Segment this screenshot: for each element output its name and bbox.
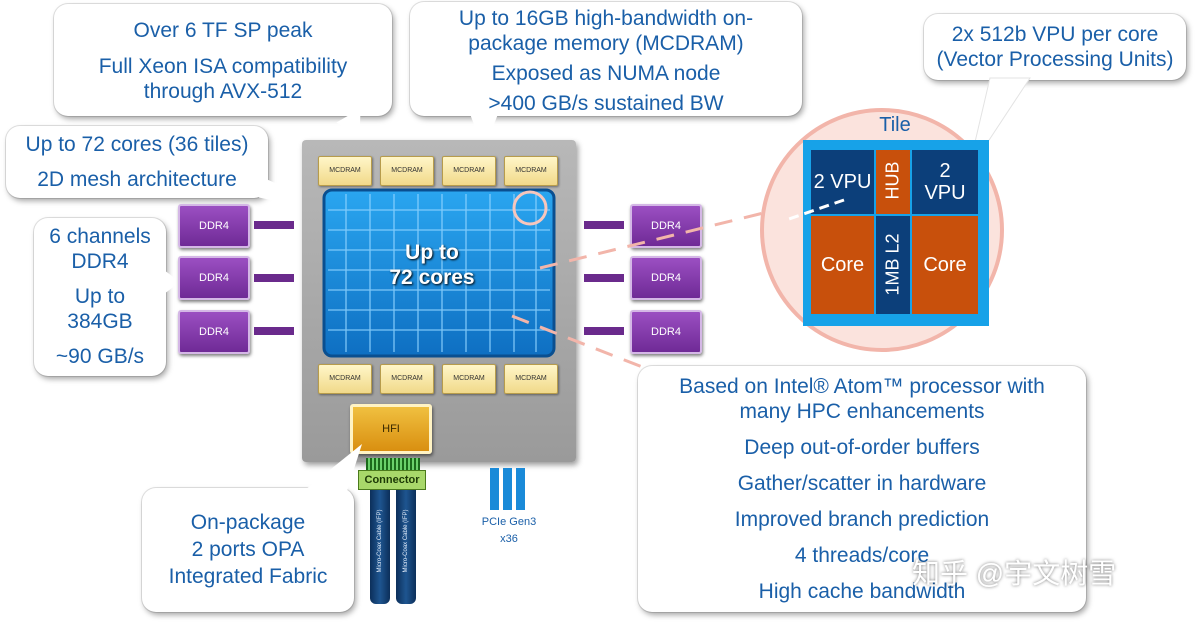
zoom-lines [511, 202, 801, 372]
callout-line: Up to 16GB high-bandwidth on- [458, 7, 754, 30]
cable-label: Micro-Coax Cable (IFP) [377, 509, 383, 573]
callout-vpu: 2x 512b VPU per core (Vector Processing … [924, 14, 1186, 80]
hfi-chip: HFI [350, 404, 432, 454]
pcie-label-line: x36 [500, 533, 518, 545]
callout-tail [300, 444, 362, 494]
pcie-label-line: PCIe Gen3 [481, 516, 537, 528]
callout-cores: Up to 72 cores (36 tiles) 2D mesh archit… [6, 126, 268, 198]
mcdram-chip: MCDRAM [504, 364, 558, 394]
tile-title: Tile [879, 114, 911, 136]
core-label: Core [923, 254, 967, 276]
callout-line: DDR4 [71, 250, 129, 273]
hub: HUB [876, 150, 910, 214]
mesh-label-line: Up to [405, 241, 459, 264]
callout-line: Up to 72 cores (36 tiles) [25, 133, 249, 156]
callout-line: 4 threads/core [794, 544, 930, 567]
callout-line: 2 ports OPA [191, 538, 305, 561]
mcdram-chip: MCDRAM [380, 364, 434, 394]
vpu-left-label: 2 VPU [813, 171, 872, 193]
callout-line: Based on Intel® Atom™ processor with [679, 375, 1045, 398]
mcdram-chip: MCDRAM [318, 156, 372, 186]
pcie-lane [503, 468, 512, 510]
callout-atom-core: Based on Intel® Atom™ processor with man… [638, 366, 1086, 612]
vpu-left: 2 VPU [811, 150, 874, 214]
vpu-pointer [785, 198, 845, 222]
pcie-lanes [490, 468, 526, 510]
callout-line: 2D mesh architecture [37, 168, 237, 191]
ddr-channel-wire [584, 221, 624, 229]
callout-line: (Vector Processing Units) [936, 48, 1174, 71]
callout-line: through AVX-512 [143, 80, 303, 103]
callout-line: Gather/scatter in hardware [737, 472, 987, 495]
mcdram-chip: MCDRAM [442, 364, 496, 394]
pcie-lane [490, 468, 499, 510]
ddr4-module: DDR4 [630, 256, 702, 300]
ddr4-module: DDR4 [178, 310, 250, 354]
ddr4-module: DDR4 [178, 256, 250, 300]
core-left: Core [811, 216, 874, 314]
pcie-label: PCIe Gen3 x36 [474, 514, 544, 548]
hub-label: HUB [882, 161, 903, 200]
mesh-core-count-label: Up to 72 cores [370, 240, 494, 290]
ddr-channel-wire [254, 327, 294, 335]
callout-ddr: 6 channels DDR4 Up to 384GB ~90 GB/s [34, 218, 166, 376]
pcie-lane [516, 468, 525, 510]
callout-line: package memory (MCDRAM) [468, 32, 744, 55]
mesh-label-line: 72 cores [389, 266, 475, 289]
callout-line: 384GB [67, 310, 133, 333]
callout-line: High cache bandwidth [758, 580, 966, 603]
connector: Connector [358, 470, 426, 490]
mcdram-chip: MCDRAM [504, 156, 558, 186]
callout-line: Up to [74, 285, 126, 308]
callout-line: Exposed as NUMA node [491, 62, 721, 85]
callout-line: Improved branch prediction [734, 508, 990, 531]
connector-pins [366, 458, 420, 470]
callout-line: 6 channels [49, 225, 151, 248]
ddr-channel-wire [254, 221, 294, 229]
callout-tail [164, 270, 180, 294]
cable-label: Micro-Coax Cable (IFP) [403, 509, 409, 573]
connector-label: Connector [364, 474, 420, 486]
callout-line: ~90 GB/s [55, 345, 145, 368]
ddr4-module: DDR4 [630, 310, 702, 354]
watermark: 知乎 @宇文树雪 [912, 558, 1117, 589]
l2-cache: 1MB L2 [876, 216, 910, 314]
vpu-right-label: VPU [924, 182, 966, 204]
core-right: Core [912, 216, 978, 314]
ddr-channel-wire [584, 274, 624, 282]
callout-line: 2x 512b VPU per core [951, 23, 1159, 46]
l2-label: 1MB L2 [882, 233, 903, 296]
mesh-die [322, 188, 556, 358]
mcdram-chip: MCDRAM [318, 364, 372, 394]
mcdram-chip: MCDRAM [380, 156, 434, 186]
callout-line: Integrated Fabric [168, 565, 328, 588]
callout-line: >400 GB/s sustained BW [488, 92, 724, 115]
ddr-channel-wire [254, 274, 294, 282]
callout-line: many HPC enhancements [739, 400, 985, 423]
ddr4-module: DDR4 [630, 204, 702, 248]
ddr-channel-wire [584, 327, 624, 335]
core-label: Core [820, 254, 865, 276]
micro-coax-cable: Micro-Coax Cable (IFP) [396, 490, 416, 604]
hfi-label: HFI [382, 423, 400, 435]
callout-line: Full Xeon ISA compatibility [98, 55, 348, 78]
callout-mcdram: Up to 16GB high-bandwidth on- package me… [410, 2, 802, 116]
mcdram-chip: MCDRAM [442, 156, 496, 186]
vpu-right: 2 VPU [912, 150, 978, 214]
callout-line: Over 6 TF SP peak [133, 19, 313, 42]
vpu-right-label: 2 [939, 160, 951, 182]
ddr4-module: DDR4 [178, 204, 250, 248]
callout-peak-performance: Over 6 TF SP peak Full Xeon ISA compatib… [54, 4, 392, 116]
micro-coax-cable: Micro-Coax Cable (IFP) [370, 490, 390, 604]
callout-fabric: On-package 2 ports OPA Integrated Fabric [142, 488, 354, 612]
callout-line: Deep out-of-order buffers [744, 436, 980, 459]
callout-line: On-package [190, 511, 306, 534]
